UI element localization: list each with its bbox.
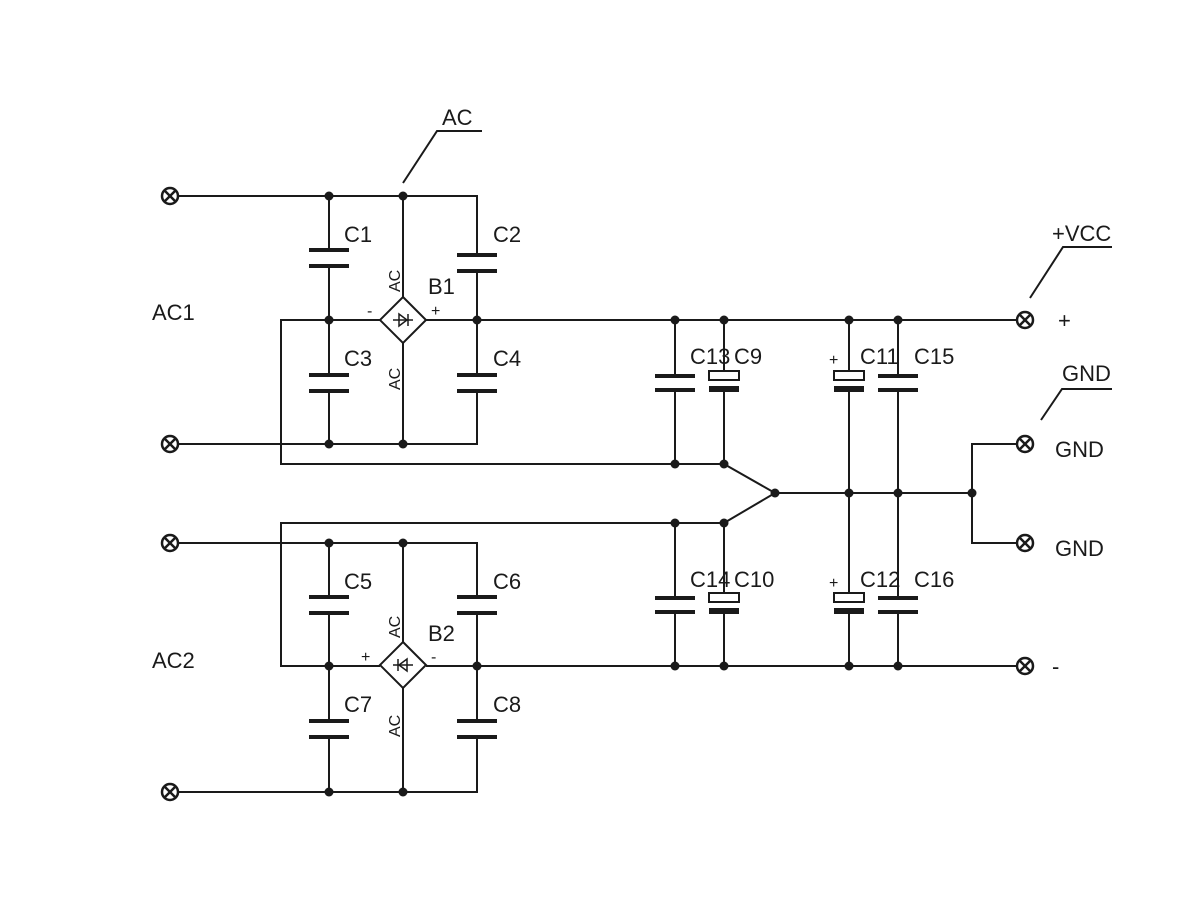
junction-dot xyxy=(670,315,680,325)
label-c11: C11 xyxy=(860,344,899,369)
junction-dot xyxy=(398,439,408,449)
bridge-b1-ac-pin-top: AC xyxy=(387,270,404,292)
output-label-minus: - xyxy=(1052,654,1059,679)
bridge-label-b1: B1 xyxy=(428,274,455,299)
label-c10: C10 xyxy=(734,567,774,592)
junction-dot xyxy=(398,787,408,797)
junction-dot xyxy=(398,538,408,548)
bridge-b1-left-pin: - xyxy=(367,303,372,320)
label-c16: C16 xyxy=(914,567,954,592)
output-label-gnd-1: GND xyxy=(1055,437,1104,462)
capacitor-c9 xyxy=(708,370,740,392)
junction-dot xyxy=(844,488,854,498)
junction-dot xyxy=(770,488,780,498)
label-c6: C6 xyxy=(493,569,521,594)
terminal-ac2-bottom xyxy=(160,782,180,802)
output-label-gnd-2: GND xyxy=(1055,536,1104,561)
junction-dot xyxy=(719,315,729,325)
capacitor-c13 xyxy=(655,374,695,392)
terminal-ac2-top xyxy=(160,533,180,553)
capacitor-c2 xyxy=(457,253,497,273)
capacitor-c5 xyxy=(309,595,349,615)
junction-dot xyxy=(472,661,482,671)
label-c2: C2 xyxy=(493,222,521,247)
junction-dot xyxy=(893,661,903,671)
label-c9: C9 xyxy=(734,344,762,369)
junction-dot xyxy=(324,538,334,548)
junction-dot xyxy=(324,439,334,449)
junction-dot xyxy=(670,661,680,671)
junction-dot xyxy=(967,488,977,498)
capacitor-c11 xyxy=(833,370,865,392)
net-label-vcc: +VCC xyxy=(1052,221,1111,246)
label-c5: C5 xyxy=(344,569,372,594)
input-label-ac1: AC1 xyxy=(152,300,195,325)
junction-dot xyxy=(893,315,903,325)
bridge-b1-ac-pin-bottom: AC xyxy=(387,368,404,390)
polarity-mark-c12: + xyxy=(829,575,838,592)
junction-dot xyxy=(719,518,729,528)
terminal-plus xyxy=(1015,310,1035,330)
junction-dot xyxy=(398,191,408,201)
label-c12: C12 xyxy=(860,567,900,592)
junction-dot xyxy=(719,459,729,469)
junction-dot xyxy=(324,315,334,325)
junction-dot xyxy=(324,661,334,671)
label-c7: C7 xyxy=(344,692,372,717)
capacitor-c16 xyxy=(878,596,918,614)
terminal-minus xyxy=(1015,656,1035,676)
junction-dot xyxy=(324,787,334,797)
junction-dot xyxy=(893,488,903,498)
bridge-b2-right-pin: - xyxy=(431,649,436,666)
junction-dot xyxy=(472,315,482,325)
terminal-ac1-top xyxy=(160,186,180,206)
label-c8: C8 xyxy=(493,692,521,717)
output-label-plus: + xyxy=(1058,308,1071,333)
label-c13: C13 xyxy=(690,344,730,369)
capacitor-c7 xyxy=(309,719,349,739)
capacitor-c6 xyxy=(457,595,497,615)
capacitor-c8 xyxy=(457,719,497,739)
bridge-b2-left-pin: + xyxy=(361,649,370,666)
terminal-gnd-1 xyxy=(1015,434,1035,454)
electrolytic-capacitors xyxy=(708,370,865,614)
bridge-b2-ac-pin-bottom: AC xyxy=(387,715,404,737)
polarity-mark-c11: + xyxy=(829,352,838,369)
label-c3: C3 xyxy=(344,346,372,371)
capacitor-c3 xyxy=(309,373,349,393)
junction-dot xyxy=(324,191,334,201)
capacitor-c1 xyxy=(309,248,349,268)
net-label-ac: AC xyxy=(442,105,473,130)
bridge-b1-right-pin: + xyxy=(431,303,440,320)
junction-dot xyxy=(719,661,729,671)
wires xyxy=(178,130,1112,793)
junction-dot xyxy=(844,661,854,671)
bridge-label-b2: B2 xyxy=(428,621,455,646)
junction-dots xyxy=(324,191,977,797)
capacitor-c14 xyxy=(655,596,695,614)
input-label-ac2: AC2 xyxy=(152,648,195,673)
capacitor-plates xyxy=(309,248,918,739)
terminal-gnd-2 xyxy=(1015,533,1035,553)
bridge-rectifier-b2 xyxy=(378,640,428,690)
bridge-b2-ac-pin-top: AC xyxy=(387,616,404,638)
terminal-ac1-bottom xyxy=(160,434,180,454)
net-label-gnd: GND xyxy=(1062,361,1111,386)
label-c1: C1 xyxy=(344,222,372,247)
label-c14: C14 xyxy=(690,567,730,592)
capacitor-c4 xyxy=(457,373,497,393)
junction-dot xyxy=(844,315,854,325)
junction-dot xyxy=(670,459,680,469)
junction-dot xyxy=(670,518,680,528)
capacitor-c10 xyxy=(708,592,740,614)
label-c15: C15 xyxy=(914,344,954,369)
capacitor-c15 xyxy=(878,374,918,392)
bridge-rectifier-b1 xyxy=(378,295,428,345)
capacitor-c12 xyxy=(833,592,865,614)
label-c4: C4 xyxy=(493,346,521,371)
